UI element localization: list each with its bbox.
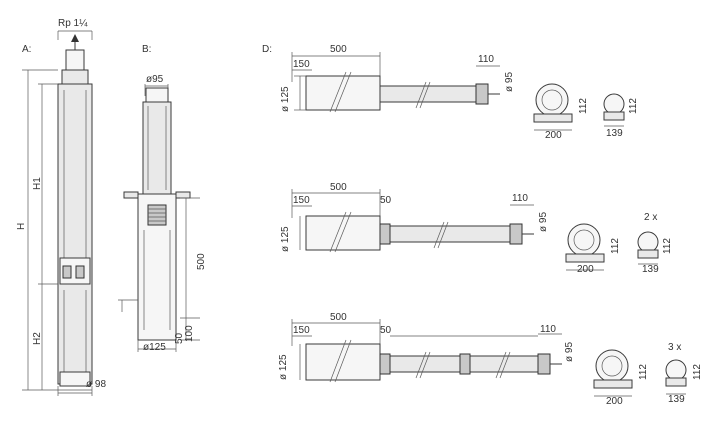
row1-width-small: 139 (606, 128, 623, 139)
row3-end-view (595, 349, 629, 383)
row2-height-small: 112 (662, 238, 673, 254)
flow-arrow-icon (71, 34, 79, 42)
row2-width-small: 139 (642, 264, 659, 275)
row3-dia: ø 125 (278, 354, 289, 380)
top-dia-label: ø95 (146, 74, 164, 85)
row2-count: 2 x (644, 212, 657, 223)
row2-height: 112 (610, 238, 621, 254)
row2-width: 200 (577, 264, 594, 275)
pump-body-b (142, 101, 172, 195)
row1-height-small: 112 (628, 98, 639, 114)
row2-dia: ø 125 (280, 226, 291, 252)
thread-label: Rp 1¼ (58, 17, 88, 29)
row3-width: 200 (606, 396, 623, 407)
h-label: H (16, 223, 27, 230)
bottom-dia-label: ø125 (143, 342, 166, 353)
row1-outlet: 110 (478, 54, 494, 65)
row3-height-small: 112 (692, 364, 703, 380)
b-short-label: 100 (184, 325, 195, 342)
row1-width: 200 (545, 130, 562, 141)
dia-98-label: ø 98 (86, 379, 106, 390)
row2-sleeve: 50 (380, 195, 392, 206)
h1-label: H1 (32, 177, 43, 190)
row2-outlet-dia: ø 95 (538, 212, 549, 232)
row2-inlet: 150 (293, 195, 310, 206)
horizontal-row-3: 500 150 50 ø 125 110 ø 95 200 112 139 11… (278, 312, 703, 407)
pump-body-a (57, 83, 93, 385)
row1-dia: ø 125 (280, 86, 291, 112)
b-small-label: 50 (174, 332, 185, 344)
h2-label: H2 (32, 332, 43, 345)
row1-outlet-dia: ø 95 (504, 72, 515, 92)
horizontal-row-1: 500 150 ø 125 110 ø 95 200 112 139 112 (280, 44, 639, 141)
b-len-label: 500 (196, 253, 207, 270)
row3-outlet: 110 (540, 324, 556, 335)
view-b-label: B: (142, 44, 151, 55)
view-d-label: D: (262, 44, 272, 55)
row3-length: 500 (330, 312, 347, 323)
row2-outlet: 110 (512, 193, 528, 204)
row3-outlet-dia: ø 95 (564, 342, 575, 362)
row1-height: 112 (578, 98, 589, 114)
row3-height: 112 (638, 364, 649, 380)
row1-end-view (535, 83, 569, 117)
row2-end-view (567, 223, 601, 257)
row1-length: 500 (330, 44, 347, 55)
view-b-pump-section: B: ø95 500 100 50 ø125 (118, 44, 207, 353)
row1-inlet: 150 (293, 59, 310, 70)
row3-sleeve: 50 (380, 325, 392, 336)
row3-inlet: 150 (293, 325, 310, 336)
row2-jacket (305, 215, 381, 251)
row3-jacket (305, 343, 381, 381)
row2-length: 500 (330, 182, 347, 193)
view-a-label: A: (22, 44, 31, 55)
row3-width-small: 139 (668, 394, 685, 405)
horizontal-row-2: 500 150 50 ø 125 110 ø 95 200 112 139 11… (280, 182, 673, 275)
row1-jacket (305, 75, 381, 111)
row3-count: 3 x (668, 342, 681, 353)
view-a-vertical-pump: A: Rp 1¼ H H1 H2 ø 98 (16, 17, 106, 396)
